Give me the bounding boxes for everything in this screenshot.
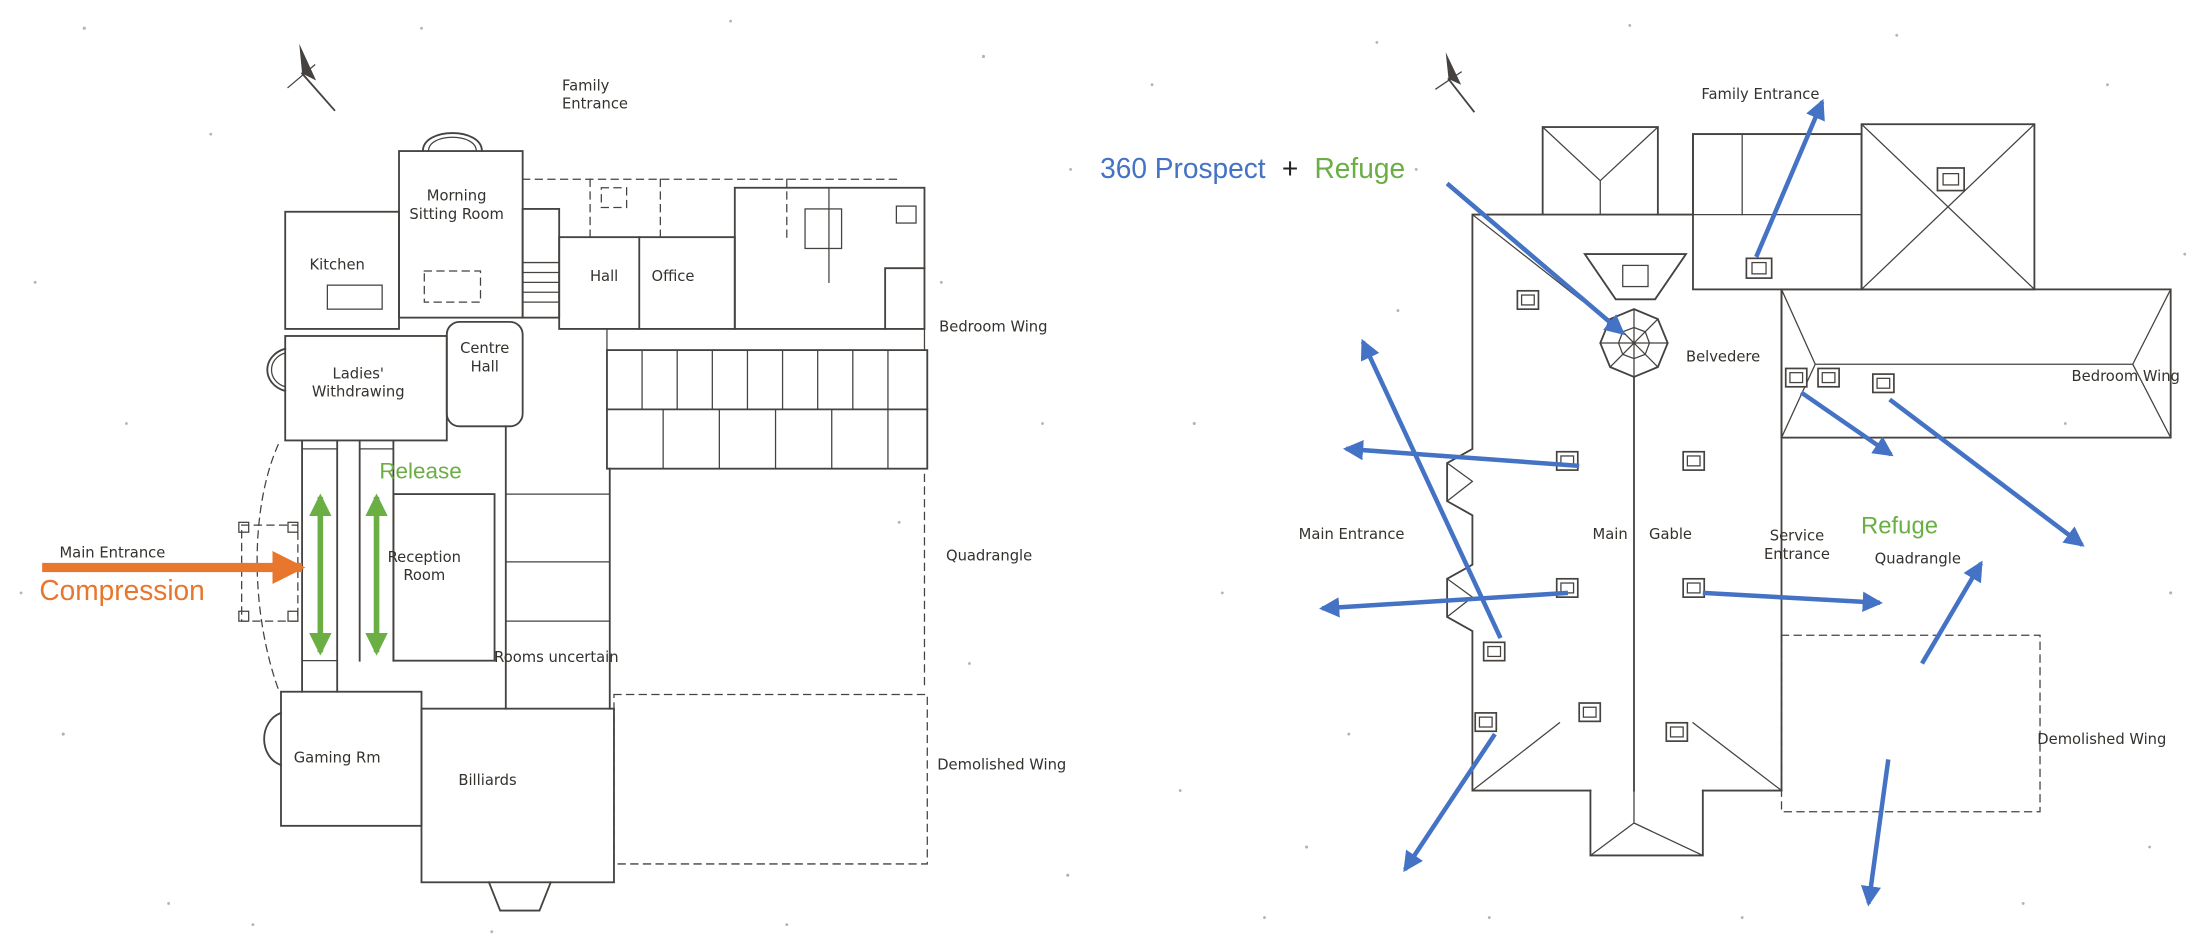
label-ladies-withdrawing: Ladies' <box>333 365 384 382</box>
label-office: Office <box>651 268 694 285</box>
svg-text:Room: Room <box>403 567 445 584</box>
label-main-entrance-right: Main Entrance <box>1299 526 1405 543</box>
prospect-arrow <box>1342 440 1580 469</box>
prospect-arrow <box>1702 590 1883 612</box>
label-family-entrance-right: Family Entrance <box>1701 86 1819 103</box>
label-gable: Gable <box>1649 526 1692 543</box>
label-rooms-uncertain: Rooms uncertain <box>494 649 618 666</box>
label-reception-room: Reception <box>388 549 461 566</box>
prospect-arrow <box>1754 98 1825 258</box>
right-roof-plan-drawing <box>1435 52 2172 857</box>
svg-text:Withdrawing: Withdrawing <box>312 384 405 401</box>
svg-text:Hall: Hall <box>471 358 499 375</box>
label-morning-sitting-room: Morning <box>427 187 487 204</box>
label-gaming-rm: Gaming Rm <box>294 749 381 766</box>
prospect-arrow <box>1888 397 2085 547</box>
prospect-arrow <box>1920 560 1983 665</box>
prospect-refuge-annotation: 360 Prospect + Refuge Refuge <box>1100 153 1938 540</box>
prospect-arrow <box>1403 732 1497 873</box>
label-demolished-wing-right: Demolished Wing <box>2037 731 2166 748</box>
scan-speckles <box>19 19 2187 934</box>
label-billiards: Billiards <box>458 772 516 789</box>
label-demolished-wing-left: Demolished Wing <box>937 756 1066 773</box>
label-bedroom-wing-right: Bedroom Wing <box>2072 368 2180 385</box>
north-arrow-icon <box>287 43 336 112</box>
release-label: Release <box>379 459 461 484</box>
label-family-entrance: Family <box>562 77 610 94</box>
label-bedroom-wing: Bedroom Wing <box>939 319 1047 336</box>
label-main: Main <box>1593 526 1628 543</box>
north-arrow-icon <box>1435 52 1476 113</box>
label-quadrangle-left: Quadrangle <box>946 547 1032 564</box>
prospect-refuge-heading: 360 Prospect + Refuge <box>1100 153 1405 184</box>
prospect-arrow-belvedere <box>1445 181 1626 336</box>
svg-text:Entrance: Entrance <box>562 96 628 113</box>
left-floor-plan-drawing <box>238 43 929 912</box>
label-kitchen: Kitchen <box>310 257 365 274</box>
label-quadrangle-right: Quadrangle <box>1875 550 1961 567</box>
label-main-entrance-left: Main Entrance <box>59 545 165 562</box>
prospect-arrow <box>1319 590 1569 618</box>
label-centre-hall: Centre <box>460 340 509 357</box>
right-plan-labels: Family Entrance Belvedere Bedroom Wing M… <box>1299 86 2180 748</box>
prospect-arrow <box>1860 759 1891 907</box>
prospect-arrows <box>1319 98 2085 907</box>
label-service-entrance: Service <box>1770 528 1824 545</box>
release-annotation: Release <box>309 459 462 656</box>
compression-annotation: Compression <box>39 550 306 606</box>
label-belvedere: Belvedere <box>1686 348 1760 365</box>
svg-text:Sitting Room: Sitting Room <box>409 206 503 223</box>
label-hall: Hall <box>590 268 618 285</box>
prospect-arrow <box>1360 338 1503 640</box>
left-plan-labels: Family Entrance Morning Sitting Room Kit… <box>59 77 1066 789</box>
compression-label: Compression <box>39 575 204 606</box>
svg-text:Entrance: Entrance <box>1764 546 1830 563</box>
prospect-arrow <box>1799 390 1894 457</box>
refuge-label: Refuge <box>1861 513 1938 540</box>
